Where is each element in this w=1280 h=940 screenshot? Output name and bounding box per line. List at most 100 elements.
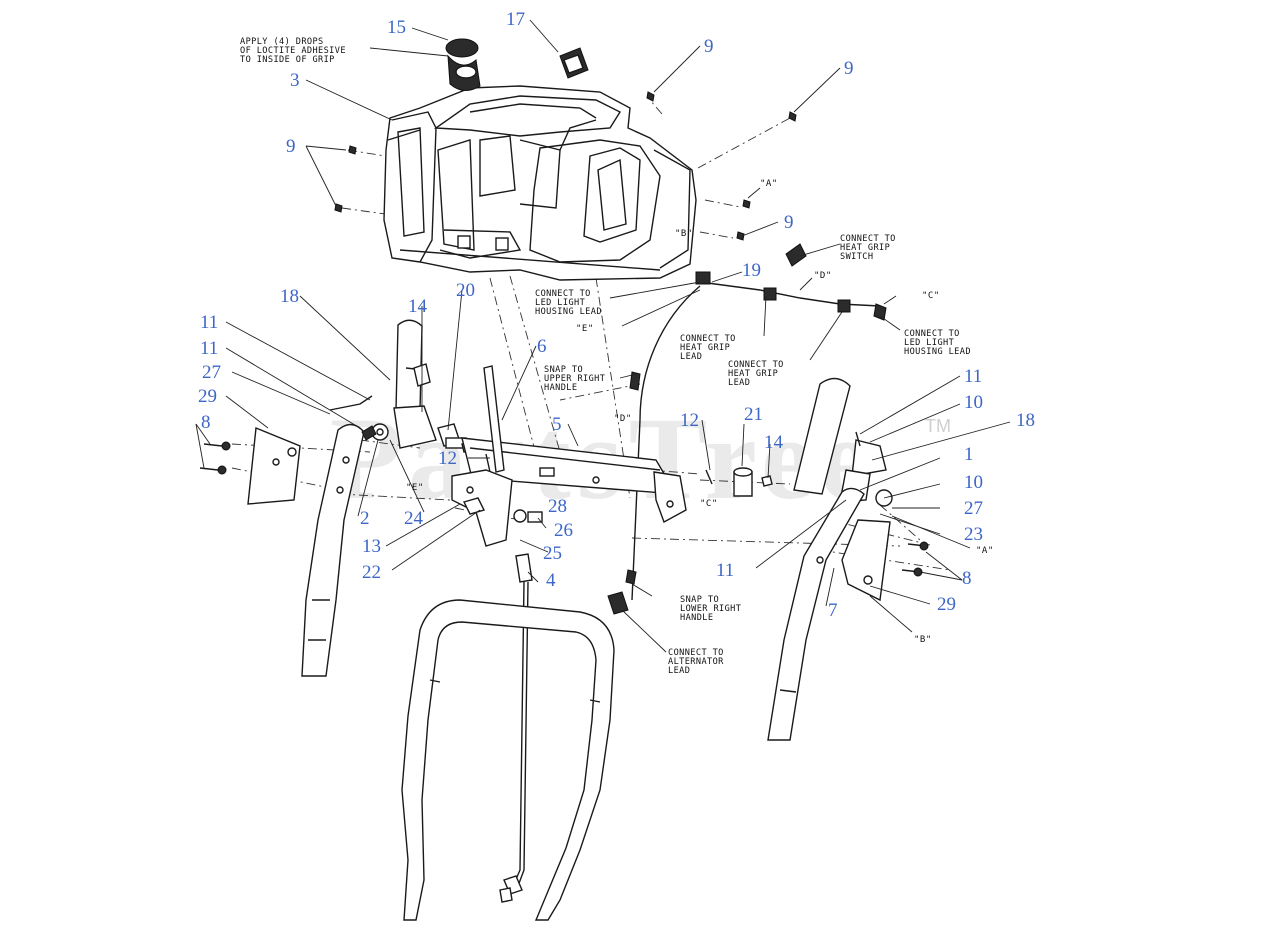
callout-12: 12 [680,410,699,431]
callout-9: 9 [784,212,794,233]
note-snap-upper-line1: SNAP TO [544,365,583,375]
letter-a: "A" [976,546,994,556]
callout-18: 18 [1016,410,1035,431]
watermark-trademark: TM [925,416,951,436]
letter-a: "A" [760,179,778,189]
note-led-right-line2: LED LIGHT [904,338,954,348]
callout-29: 29 [937,594,956,615]
note-led-left-line2: LED LIGHT [535,298,585,308]
callout-1: 1 [964,444,974,465]
callout-8: 8 [962,568,972,589]
right-spacers [705,431,861,497]
callout-5: 5 [552,414,562,435]
callout-4: 4 [546,570,556,591]
cross-bar-5 [461,437,687,524]
callout-12: 12 [438,448,457,469]
letter-b: "B" [675,229,693,239]
leader-lines [195,19,1011,653]
note-loctite-line2: OF LOCTITE ADHESIVE [240,46,346,56]
callout-11: 11 [200,312,218,333]
note-heat-switch-line2: HEAT GRIP [840,243,890,253]
lower-u-handle [401,599,615,921]
callout-27: 27 [964,498,983,519]
note-alternator-line1: CONNECT TO [668,648,724,658]
callout-18: 18 [280,286,299,307]
note-led-right-line1: CONNECT TO [904,329,960,339]
letter-d: "D" [614,414,632,424]
note-snap-lower-line3: HANDLE [680,613,713,623]
callout-numbers: 15 17 9 9 3 9 9 19 18 20 14 11 6 11 27 2… [198,9,1035,621]
shift-rod-4 [499,553,533,903]
left-upper-handle [393,319,437,449]
note-snap-lower-line2: LOWER RIGHT [680,604,741,614]
letter-e: "E" [406,483,424,493]
callout-29: 29 [198,386,217,407]
callout-14: 14 [764,432,784,453]
screws-9 [334,91,797,241]
letter-d: "D" [814,271,832,281]
note-led-left-line3: HOUSING LEAD [535,307,602,317]
wire-harness-19 [607,243,887,615]
note-heat-switch-line3: SWITCH [840,252,873,262]
connection-letters: "A" "B" "D" "C" "E" "D" "E" "C" "A" "B" [406,179,994,645]
callout-2: 2 [360,508,370,529]
callout-9: 9 [844,58,854,79]
callout-6: 6 [537,336,547,357]
callout-7: 7 [828,600,838,621]
note-loctite-line3: TO INSIDE OF GRIP [240,55,335,65]
left-lower-handle [301,423,365,677]
callout-14: 14 [408,296,428,317]
letter-c: "C" [922,291,940,301]
callout-9: 9 [704,36,714,57]
note-heat-grip1-line3: LEAD [680,352,702,362]
callout-21: 21 [744,404,763,425]
callout-10: 10 [964,472,983,493]
callout-22: 22 [362,562,381,583]
note-alternator-line2: ALTERNATOR [668,657,724,667]
callout-27: 27 [202,362,221,383]
callout-19: 19 [742,260,761,281]
left-bracket-plate [451,469,543,547]
callout-28: 28 [548,496,567,517]
letter-c: "C" [700,499,718,509]
assembly-notes: APPLY (4) DROPS OF LOCTITE ADHESIVE TO I… [240,37,971,676]
left-cover-29 [199,426,301,505]
note-heat-grip2-line3: LEAD [728,378,750,388]
switch-part-17 [559,47,589,79]
note-heat-grip2-line1: CONNECT TO [728,360,784,370]
note-heat-switch-line1: CONNECT TO [840,234,896,244]
note-heat-grip1-line1: CONNECT TO [680,334,736,344]
note-heat-grip1-line2: HEAT GRIP [680,343,730,353]
callout-15: 15 [387,17,406,38]
callout-23: 23 [964,524,983,545]
callout-8: 8 [201,412,211,433]
callout-17: 17 [506,9,525,30]
callout-11: 11 [964,366,982,387]
callout-11: 11 [716,560,734,581]
note-heat-grip2-line2: HEAT GRIP [728,369,778,379]
callout-26: 26 [554,520,573,541]
callout-10: 10 [964,392,983,413]
note-alternator-line3: LEAD [668,666,690,676]
letter-e: "E" [576,324,594,334]
callout-20: 20 [456,280,475,301]
note-led-right-line3: HOUSING LEAD [904,347,971,357]
right-lower-handle [767,487,865,741]
callout-3: 3 [290,70,300,91]
callout-24: 24 [404,508,424,529]
callout-13: 13 [362,536,381,557]
callout-9: 9 [286,136,296,157]
rod-6 [483,365,505,473]
note-snap-upper-line2: UPPER RIGHT [544,374,605,384]
callout-11: 11 [200,338,218,359]
note-led-left-line1: CONNECT TO [535,289,591,299]
callout-25: 25 [543,543,562,564]
dashboard-console [383,85,697,281]
note-snap-upper-line3: HANDLE [544,383,577,393]
letter-b: "B" [914,635,932,645]
grip-part-15 [445,38,481,91]
note-loctite-line1: APPLY (4) DROPS [240,37,324,47]
right-cover-29 [841,519,929,602]
